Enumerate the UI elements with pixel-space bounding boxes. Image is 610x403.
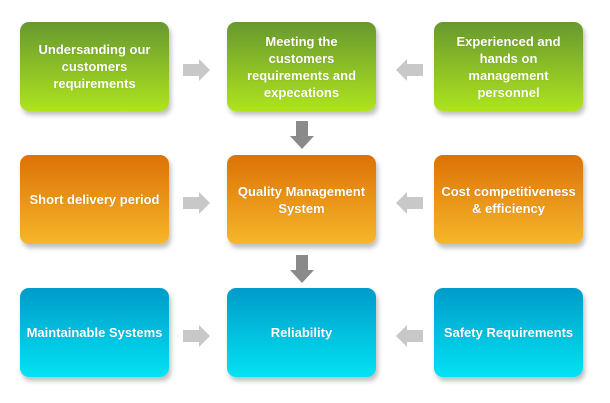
down-arrow-icon [290, 255, 314, 283]
right-arrow-icon [183, 192, 210, 214]
right-arrow-icon [183, 325, 210, 347]
down-arrow-icon [290, 121, 314, 149]
box-meeting-requirements: Meeting the customers requirements and e… [227, 22, 376, 111]
box-safety-requirements: Safety Requirements [434, 288, 583, 377]
left-arrow-icon [396, 59, 423, 81]
left-arrow-icon [396, 192, 423, 214]
box-short-delivery: Short delivery period [20, 155, 169, 244]
box-experienced-personnel: Experienced and hands on management pers… [434, 22, 583, 111]
box-cost-competitiveness: Cost competitiveness & efficiency [434, 155, 583, 244]
box-understanding-requirements: Undersanding our customers requirements [20, 22, 169, 111]
box-maintainable-systems: Maintainable Systems [20, 288, 169, 377]
left-arrow-icon [396, 325, 423, 347]
box-reliability: Reliability [227, 288, 376, 377]
box-quality-management-system: Quality Management System [227, 155, 376, 244]
right-arrow-icon [183, 59, 210, 81]
